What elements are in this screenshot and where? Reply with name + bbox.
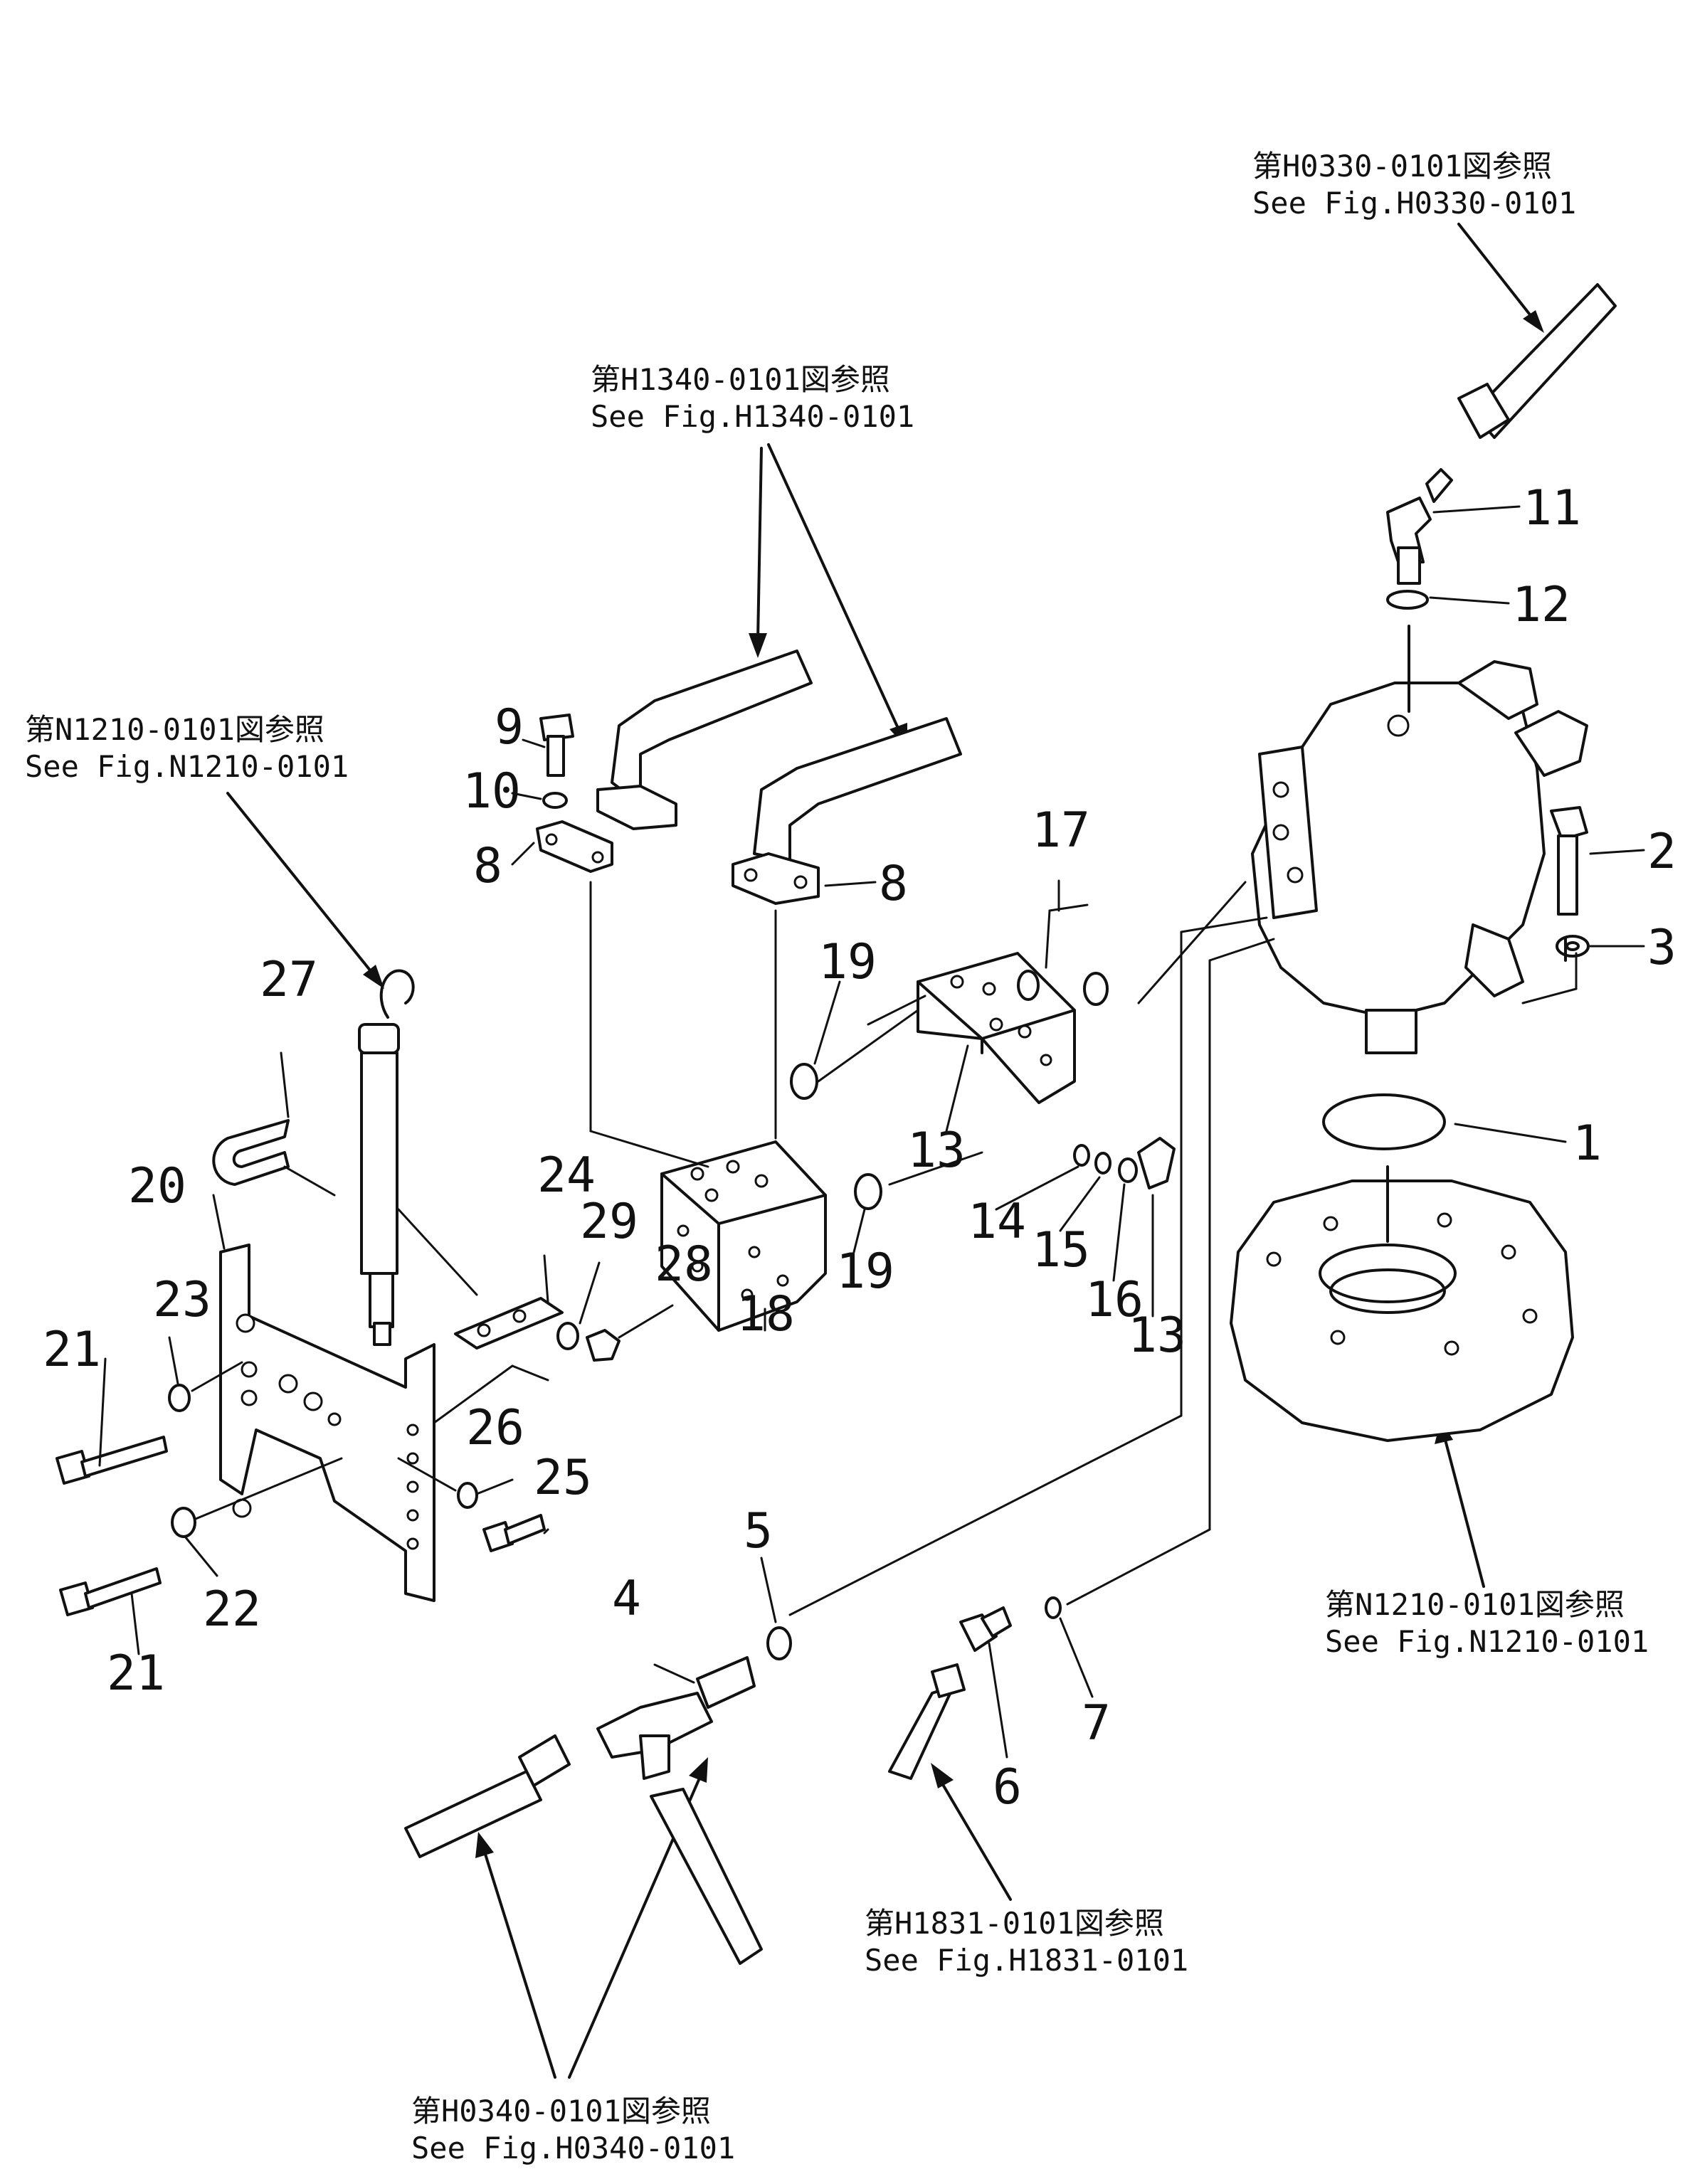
o-ring-5 bbox=[766, 1626, 792, 1660]
bolt-2 bbox=[1550, 806, 1588, 916]
ref-n1210-left: 第N1210-0101図参照 See Fig.N1210-0101 bbox=[25, 712, 349, 784]
plug-13 bbox=[1137, 1137, 1176, 1189]
ring-gear-housing bbox=[1230, 1165, 1574, 1442]
ref-n1210-right-en: See Fig.N1210-0101 bbox=[1325, 1624, 1649, 1659]
callout-7: 7 bbox=[1082, 1695, 1111, 1751]
washer-23 bbox=[168, 1384, 191, 1412]
callout-29: 29 bbox=[580, 1194, 638, 1250]
ref-h1340-jp: 第H1340-0101図参照 bbox=[591, 362, 890, 397]
o-ring-12 bbox=[1386, 590, 1429, 610]
assembly-lines bbox=[191, 881, 1578, 1616]
ref-h0340: 第H0340-0101図参照 See Fig.H0340-0101 bbox=[411, 2094, 735, 2166]
callout-24: 24 bbox=[537, 1147, 596, 1204]
hose-h0340-left bbox=[404, 1734, 571, 1858]
ref-h0330: 第H0330-0101図参照 See Fig.H0330-0101 bbox=[1252, 149, 1576, 221]
callout-22: 22 bbox=[203, 1581, 261, 1638]
callout-26: 26 bbox=[466, 1400, 524, 1456]
bolt-25 bbox=[482, 1514, 546, 1552]
callout-17: 17 bbox=[1032, 802, 1090, 859]
bolt-21-top bbox=[56, 1436, 168, 1485]
ref-h1340: 第H1340-0101図参照 See Fig.H1340-0101 bbox=[591, 362, 914, 434]
o-ring-7 bbox=[1045, 1596, 1062, 1619]
pipe-flange-left bbox=[596, 650, 813, 830]
ref-h1831-en: See Fig.H1831-0101 bbox=[865, 1943, 1188, 1978]
ref-h1340-en: See Fig.H1340-0101 bbox=[591, 399, 914, 434]
callout-6: 6 bbox=[993, 1759, 1022, 1815]
callout-leaders bbox=[98, 505, 1645, 1759]
nut-28 bbox=[586, 1329, 621, 1362]
tee-fitting-4 bbox=[596, 1656, 756, 1780]
callout-11: 11 bbox=[1523, 480, 1581, 536]
callout-5: 5 bbox=[744, 1503, 773, 1559]
callout-28: 28 bbox=[655, 1236, 713, 1293]
ref-h0330-jp: 第H0330-0101図参照 bbox=[1252, 149, 1552, 184]
callout-21-top: 21 bbox=[43, 1322, 101, 1378]
manifold-block-18 bbox=[660, 1140, 827, 1332]
washer-3 bbox=[1556, 935, 1590, 958]
callout-19-top: 19 bbox=[818, 934, 877, 990]
callout-2: 2 bbox=[1647, 824, 1676, 880]
manifold-block-13 bbox=[917, 952, 1076, 1104]
reference-arrows bbox=[226, 223, 1544, 2079]
callout-27: 27 bbox=[260, 952, 318, 1008]
callout-21-bottom: 21 bbox=[107, 1645, 165, 1702]
callout-3: 3 bbox=[1647, 920, 1676, 976]
ref-h1831: 第H1831-0101図参照 See Fig.H1831-0101 bbox=[865, 1906, 1188, 1978]
swing-motor-body bbox=[1251, 625, 1588, 1054]
callout-20: 20 bbox=[128, 1158, 186, 1214]
washer-10 bbox=[542, 792, 568, 809]
ref-n1210-right-jp: 第N1210-0101図参照 bbox=[1325, 1587, 1625, 1622]
callout-13-plug: 13 bbox=[1128, 1308, 1186, 1364]
callout-13-block: 13 bbox=[907, 1123, 966, 1179]
u-bolt-27 bbox=[212, 1119, 290, 1186]
callout-23: 23 bbox=[153, 1272, 211, 1328]
callout-14: 14 bbox=[968, 1194, 1026, 1250]
callout-numbers: 1 2 3 5 4 6 7 8 8 9 10 11 12 13 13 14 15… bbox=[43, 480, 1676, 1815]
ref-n1210-left-en: See Fig.N1210-0101 bbox=[25, 749, 349, 784]
callout-12: 12 bbox=[1512, 577, 1570, 633]
bolt-9 bbox=[539, 714, 574, 777]
washer-22 bbox=[171, 1507, 196, 1538]
link-plate-24 bbox=[454, 1297, 564, 1350]
callout-15: 15 bbox=[1032, 1222, 1090, 1278]
callout-19-bottom: 19 bbox=[836, 1244, 894, 1300]
hose-h1831 bbox=[888, 1663, 966, 1780]
pipe-flange-right bbox=[732, 717, 962, 905]
ref-h0330-en: See Fig.H0330-0101 bbox=[1252, 186, 1576, 221]
callout-10: 10 bbox=[463, 763, 521, 820]
ref-h0340-en: See Fig.H0340-0101 bbox=[411, 2131, 735, 2166]
ref-n1210-left-jp: 第N1210-0101図参照 bbox=[25, 712, 324, 747]
callout-16: 16 bbox=[1085, 1272, 1144, 1328]
bolt-21-bottom bbox=[59, 1567, 162, 1616]
hose-h0340-right bbox=[650, 1788, 763, 1965]
callout-9: 9 bbox=[495, 699, 524, 756]
ref-h1831-jp: 第H1831-0101図参照 bbox=[865, 1906, 1164, 1941]
bracket-20 bbox=[219, 1244, 435, 1602]
gas-spring-27 bbox=[358, 969, 415, 1346]
callout-18: 18 bbox=[736, 1286, 795, 1342]
callout-25: 25 bbox=[534, 1450, 592, 1506]
washer-29 bbox=[556, 1322, 579, 1350]
callout-8-left: 8 bbox=[473, 838, 502, 894]
hose-h0330 bbox=[1457, 283, 1617, 439]
o-ring-1 bbox=[1322, 1093, 1446, 1150]
small-o-rings bbox=[790, 970, 1138, 1210]
ref-h0340-jp: 第H0340-0101図参照 bbox=[411, 2094, 711, 2129]
callout-4: 4 bbox=[612, 1571, 641, 1627]
elbow-fitting-11 bbox=[1386, 468, 1453, 585]
callout-8-right: 8 bbox=[879, 856, 908, 912]
callout-1: 1 bbox=[1573, 1115, 1602, 1172]
elbow-fitting-6 bbox=[959, 1606, 1012, 1652]
ref-n1210-right: 第N1210-0101図参照 See Fig.N1210-0101 bbox=[1325, 1587, 1649, 1659]
washer-26 bbox=[457, 1482, 478, 1509]
flange-half-8 bbox=[536, 820, 613, 873]
